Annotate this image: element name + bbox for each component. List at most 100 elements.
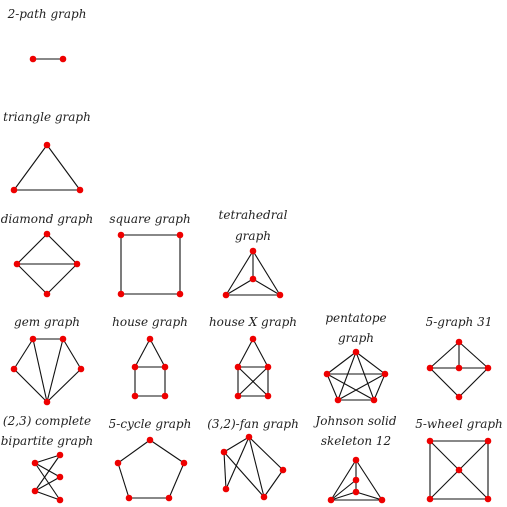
graph-vertex bbox=[56, 451, 64, 459]
graph-edge bbox=[252, 338, 269, 368]
graph-vertex bbox=[43, 398, 51, 406]
graph-edge bbox=[149, 338, 166, 368]
graph-vertex bbox=[484, 437, 492, 445]
graph-edge bbox=[337, 373, 386, 401]
graph-vertex bbox=[161, 363, 169, 371]
graph-vertex bbox=[76, 186, 84, 194]
graph-vertex bbox=[352, 456, 360, 464]
graph-panel-fivegraph31: 5-graph 31 bbox=[426, 315, 493, 401]
graph-edge bbox=[326, 373, 339, 401]
graph-edge bbox=[458, 341, 489, 369]
graph-panel-cycle5: 5-cycle graph bbox=[109, 417, 192, 502]
graph-vertex bbox=[73, 260, 81, 268]
graph-vertex bbox=[484, 495, 492, 503]
graph-vertex bbox=[125, 494, 133, 502]
graph-label: diamond graph bbox=[1, 212, 93, 226]
graph-edge bbox=[225, 278, 254, 296]
graph-panel-diamond: diamond graph bbox=[1, 212, 93, 298]
graph-vertex bbox=[455, 466, 463, 474]
graph-vertex bbox=[249, 335, 257, 343]
graph-vertex bbox=[56, 473, 64, 481]
graph-label: 5-cycle graph bbox=[109, 417, 192, 431]
graph-vertex bbox=[323, 370, 331, 378]
graph-vertex bbox=[59, 335, 67, 343]
graph-edge bbox=[429, 469, 460, 500]
graph-vertex bbox=[426, 437, 434, 445]
graph-vertex bbox=[146, 335, 154, 343]
graph-edge bbox=[248, 436, 284, 471]
graph-edge bbox=[117, 439, 151, 464]
graph-edge bbox=[330, 491, 357, 501]
graph-vertex bbox=[222, 485, 230, 493]
graph-label: gem graph bbox=[14, 315, 80, 329]
graph-vertex bbox=[264, 392, 272, 400]
graph-vertex bbox=[426, 364, 434, 372]
graph-vertex bbox=[234, 392, 242, 400]
graph-vertex bbox=[234, 363, 242, 371]
graph-edge bbox=[326, 351, 357, 375]
graph-vertex bbox=[117, 290, 125, 298]
graph-edge bbox=[32, 338, 48, 403]
graph-edge bbox=[355, 459, 383, 501]
graph-edge bbox=[46, 263, 78, 295]
graph-vertex bbox=[59, 55, 67, 63]
graph-edge bbox=[373, 373, 386, 401]
graph-edge bbox=[330, 459, 357, 501]
graph-edge bbox=[429, 341, 460, 369]
graph-vertex bbox=[260, 493, 268, 501]
graph-vertex bbox=[114, 459, 122, 467]
graph-edge bbox=[46, 233, 78, 265]
graph-edge bbox=[117, 462, 130, 499]
graph-vertex bbox=[77, 365, 85, 373]
graph-edge bbox=[134, 338, 151, 368]
graph-vertex bbox=[455, 338, 463, 346]
graph-vertex bbox=[426, 495, 434, 503]
graph-edge bbox=[16, 263, 48, 295]
graph-label: pentatope bbox=[325, 311, 386, 325]
graph-vertex bbox=[146, 436, 154, 444]
graph-vertex bbox=[455, 393, 463, 401]
graph-vertex bbox=[352, 476, 360, 484]
graph-edge bbox=[46, 338, 64, 403]
graph-vertex bbox=[378, 496, 386, 504]
graph-edge bbox=[337, 351, 357, 401]
graph-edge bbox=[225, 436, 250, 490]
graph-label: house X graph bbox=[209, 315, 297, 329]
graph-edge bbox=[225, 250, 254, 296]
graph-vertex bbox=[327, 496, 335, 504]
graph-panel-path2: 2-path graph bbox=[7, 7, 87, 63]
graph-edge bbox=[13, 338, 34, 370]
graph-panel-pentatope: pentatope graph bbox=[323, 311, 389, 404]
graph-vertex bbox=[352, 488, 360, 496]
graph-vertex bbox=[381, 370, 389, 378]
graph-edge bbox=[62, 338, 82, 370]
graph-label: 5-wheel graph bbox=[415, 417, 503, 431]
graph-vertex bbox=[276, 291, 284, 299]
graph-panel-tetrahedral: tetrahedral graph bbox=[219, 208, 288, 299]
graph-edge bbox=[330, 479, 357, 501]
graph-edge bbox=[355, 491, 383, 501]
graph-label: bipartite graph bbox=[1, 434, 93, 448]
graph-vertex bbox=[43, 230, 51, 238]
graph-edge bbox=[34, 476, 61, 492]
graph-panel-wheel5: 5-wheel graph bbox=[415, 417, 503, 503]
graph-edge bbox=[168, 462, 185, 499]
graph-label: 2-path graph bbox=[7, 7, 87, 21]
graph-panel-triangle: triangle graph bbox=[3, 110, 91, 194]
graph-edge bbox=[223, 451, 265, 498]
graph-label: (3,2)-fan graph bbox=[207, 417, 299, 431]
graph-edge bbox=[13, 144, 48, 191]
graph-label: (2,3) complete bbox=[3, 414, 91, 428]
graph-vertex bbox=[176, 231, 184, 239]
graph-vertex bbox=[352, 348, 360, 356]
graph-vertex bbox=[264, 363, 272, 371]
graph-vertex bbox=[29, 335, 37, 343]
graph-edge bbox=[46, 144, 81, 191]
graph-label: 5-graph 31 bbox=[426, 315, 493, 329]
graph-edge bbox=[34, 454, 61, 464]
graph-vertex bbox=[131, 363, 139, 371]
graph-panel-housex: house X graph bbox=[209, 315, 297, 400]
graph-edge bbox=[34, 462, 61, 478]
graph-edge bbox=[458, 469, 489, 500]
graph-vertex bbox=[249, 247, 257, 255]
